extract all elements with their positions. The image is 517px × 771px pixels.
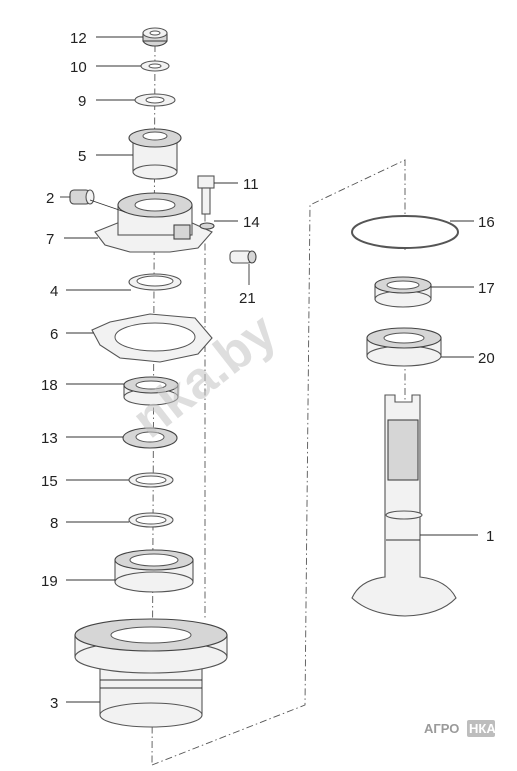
part-o-ring-16 [351,215,459,249]
callout-21-label: 21 [239,290,256,307]
callout-13-label: 13 [41,430,58,447]
part-washer-9 [134,93,176,107]
callout-17-label: 17 [478,280,495,297]
callout-7: 7 [46,231,98,248]
callout-10: 10 [70,59,141,76]
callout-1: 1 [420,528,494,545]
part-nut-12 [142,27,168,47]
callout-12: 12 [70,30,143,47]
callout-6-label: 6 [50,326,58,343]
callout-3: 3 [50,695,100,712]
callout-14-label: 14 [243,214,260,231]
part-bearing-20 [366,327,442,367]
callout-5: 5 [78,148,133,165]
part-hub-3 [74,618,228,728]
part-nut-13 [122,427,178,449]
callout-18: 18 [41,377,124,394]
part-seal-4 [128,273,182,291]
callout-8: 8 [50,515,129,532]
callout-15: 15 [41,473,129,490]
callout-5-label: 5 [78,148,86,165]
part-shaft-1 [351,394,457,617]
callout-16-label: 16 [478,214,495,231]
callout-19-label: 19 [41,573,58,590]
callout-12-label: 12 [70,30,87,47]
part-gasket-6 [91,313,213,363]
part-fitting-2 [69,189,95,205]
callout-19: 19 [41,573,115,590]
callout-4: 4 [50,283,131,300]
callout-2-label: 2 [46,190,54,207]
callout-3-label: 3 [50,695,58,712]
callout-8-label: 8 [50,515,58,532]
callout-1-label: 1 [486,528,494,545]
part-gear-5 [128,128,182,180]
callout-11-label: 11 [243,176,259,193]
part-bearing-19 [114,549,194,593]
part-washer-14 [199,222,215,230]
callout-18-label: 18 [41,377,58,394]
callout-15-label: 15 [41,473,58,490]
callout-11: 11 [214,176,259,193]
callout-20: 20 [441,350,495,367]
part-fitting-21 [229,250,257,264]
callout-20-label: 20 [478,350,495,367]
logo-left-text: АГРО [424,721,459,736]
callout-6: 6 [50,326,94,343]
part-seal-17 [374,276,432,308]
agronka-logo: АГРО НКА [424,720,496,737]
callouts: 12 10 9 5 2 7 4 6 [41,30,495,712]
callout-17: 17 [431,280,495,297]
callout-2: 2 [46,190,126,213]
callout-13: 13 [41,430,123,447]
part-bolt-11 [197,175,215,215]
part-washer-10 [140,60,170,72]
callout-9-label: 9 [78,93,86,110]
callout-16: 16 [450,214,495,231]
callout-9: 9 [78,93,135,110]
callout-14: 14 [214,214,260,231]
callout-21: 21 [239,264,256,307]
part-lock-washer-15 [128,472,174,488]
part-housing-7 [94,192,213,253]
part-bearing-18 [123,376,179,406]
callout-10-label: 10 [70,59,87,76]
callout-7-label: 7 [46,231,54,248]
callout-4-label: 4 [50,283,58,300]
part-ring-8 [128,512,174,528]
logo-right-text: НКА [469,721,496,736]
